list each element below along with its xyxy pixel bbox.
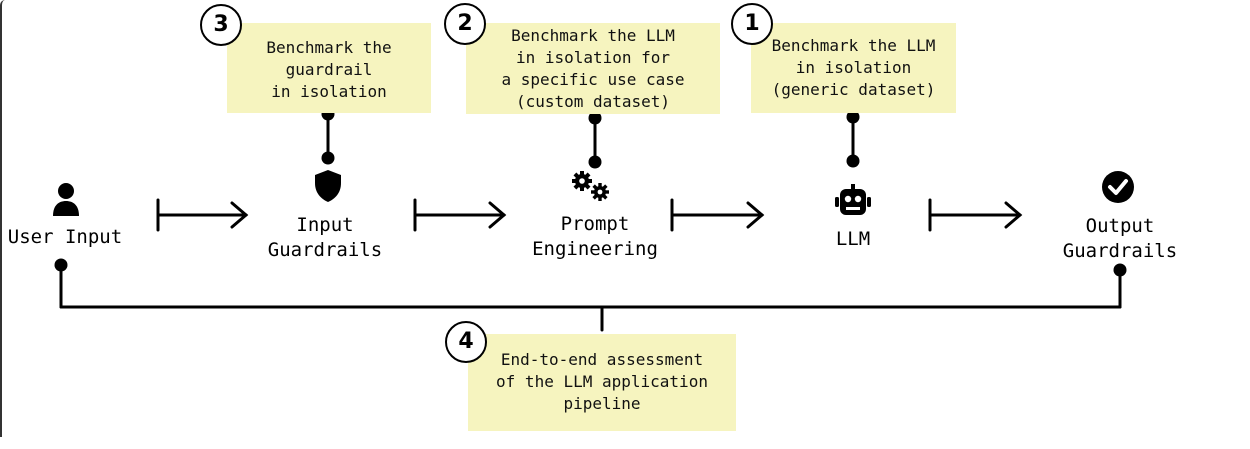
shield-icon (315, 170, 341, 202)
node-llm: LLM (835, 228, 871, 250)
step-number-1: 1 (731, 3, 773, 45)
person-icon (53, 183, 79, 216)
frame-edge (0, 0, 5, 437)
note-2: Benchmark the LLM in isolation for a spe… (466, 23, 720, 114)
check-circle-icon (1102, 171, 1134, 203)
step-number-2: 2 (444, 3, 486, 45)
node-output-guardrails: Output Guardrails (1062, 215, 1178, 262)
robot-icon (835, 184, 871, 215)
node-prompt-engineering: Prompt Engineering (532, 213, 658, 260)
step-number-3: 3 (200, 4, 242, 46)
node-user-input: User Input (7, 226, 123, 248)
note-4: End-to-end assessment of the LLM applica… (468, 334, 736, 431)
note-3: Benchmark the guardrail in isolation (227, 23, 431, 113)
gears-icon (572, 171, 609, 201)
step-number-4: 4 (445, 321, 487, 363)
note-1: Benchmark the LLM in isolation (generic … (751, 23, 956, 113)
node-input-guardrails: Input Guardrails (267, 214, 383, 261)
